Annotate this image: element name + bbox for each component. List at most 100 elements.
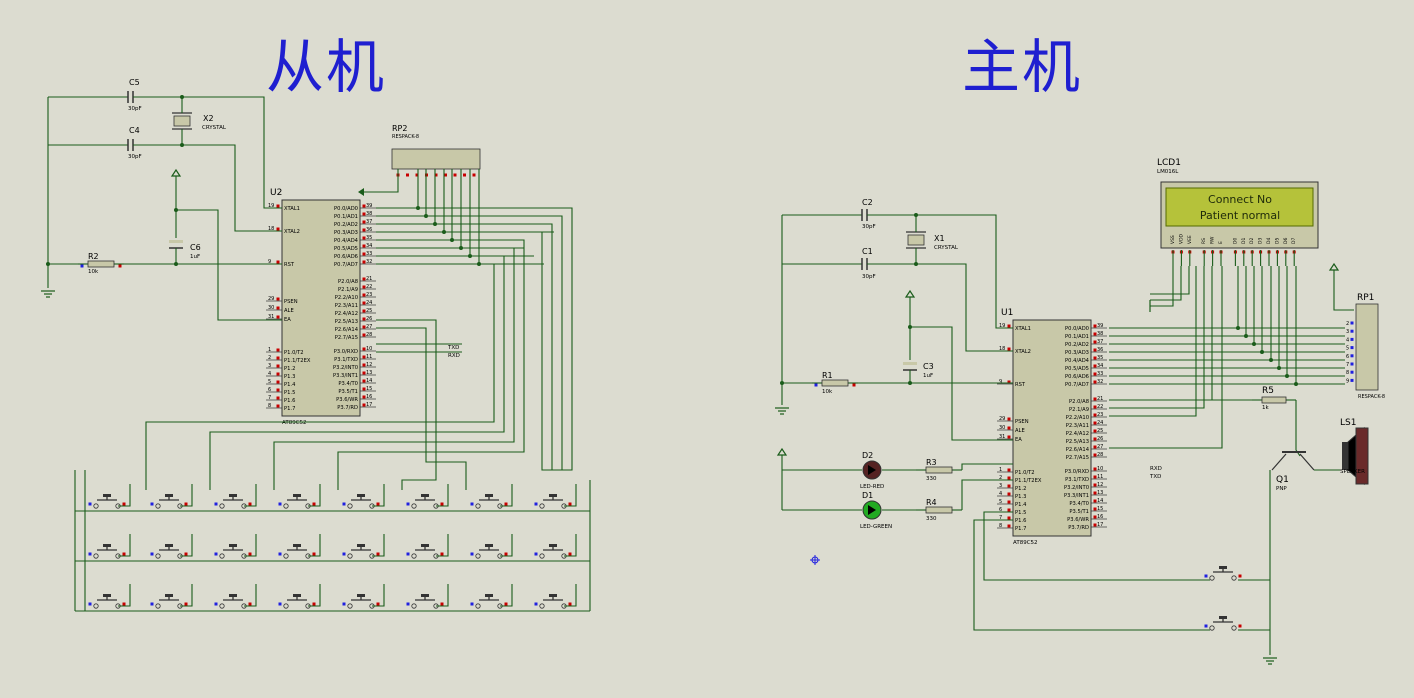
junction bbox=[1269, 358, 1273, 362]
pin-marker-red bbox=[1093, 437, 1097, 441]
power-icon bbox=[170, 168, 182, 177]
pin-marker-red bbox=[276, 380, 280, 384]
c5-ref: C5 bbox=[129, 78, 140, 87]
pin-label: P0.7/AD7 bbox=[334, 262, 358, 268]
pin-number: 36 bbox=[1097, 347, 1103, 353]
pin-label: ALE bbox=[284, 308, 294, 314]
wire bbox=[500, 534, 513, 557]
pin-label: P1.1/T2EX bbox=[1015, 478, 1042, 484]
pin-marker-blue bbox=[214, 502, 218, 506]
r5-ref: R5 bbox=[1262, 386, 1274, 396]
pin-marker-red bbox=[1007, 417, 1011, 421]
pin-number: 33 bbox=[1097, 371, 1103, 377]
pin-number: 21 bbox=[366, 276, 372, 282]
pin-marker-red bbox=[276, 204, 280, 208]
wire bbox=[961, 463, 1013, 470]
pin-number: 22 bbox=[366, 284, 372, 290]
pin-number: 13 bbox=[1097, 490, 1103, 496]
pin-marker-red bbox=[362, 277, 366, 281]
c4-ref: C4 bbox=[129, 126, 140, 135]
master-button bbox=[1209, 625, 1215, 631]
pin-marker-red bbox=[362, 333, 366, 337]
pin-marker-red bbox=[362, 395, 366, 399]
pin-number: 5 bbox=[268, 379, 271, 385]
keypad-button bbox=[93, 503, 99, 509]
pin-number: 27 bbox=[366, 324, 372, 330]
pin-marker-red bbox=[1093, 356, 1097, 360]
junction bbox=[180, 95, 184, 99]
pin-number: 24 bbox=[1097, 420, 1103, 426]
rp1-pin-number: 9 bbox=[1346, 378, 1349, 384]
pin-label: P0.3/AD3 bbox=[1065, 350, 1089, 356]
pin-marker-blue bbox=[406, 602, 410, 606]
c3-value: 1uF bbox=[923, 373, 933, 379]
pin-marker-red bbox=[362, 260, 366, 264]
keypad-button bbox=[293, 594, 301, 597]
pin-label: P3.6/WR bbox=[336, 397, 358, 403]
keypad-button bbox=[549, 494, 557, 497]
pin-label: P3.4/T0 bbox=[338, 381, 358, 387]
pin-marker-red bbox=[362, 347, 366, 351]
pin-number: 8 bbox=[999, 523, 1002, 529]
r1-value: 10k bbox=[822, 389, 833, 395]
lcd-ref: LCD1 bbox=[1157, 158, 1181, 168]
lcd-pin-label: D0 bbox=[1232, 238, 1238, 244]
pin-marker-blue bbox=[470, 552, 474, 556]
pin-marker-red bbox=[276, 260, 280, 264]
pin-marker-blue bbox=[214, 552, 218, 556]
q1-ref: Q1 bbox=[1276, 475, 1289, 485]
pin-marker-red bbox=[1093, 429, 1097, 433]
keypad-button bbox=[93, 603, 99, 609]
pin-marker-blue bbox=[1350, 378, 1354, 382]
pin-label: P2.6/A14 bbox=[1066, 447, 1090, 453]
keypad-button bbox=[421, 594, 429, 597]
keypad-button bbox=[347, 553, 353, 559]
wire bbox=[1109, 266, 1205, 409]
lcd-pin-label: D6 bbox=[1283, 238, 1289, 244]
x2-crystal bbox=[173, 115, 191, 127]
keypad-button bbox=[411, 553, 417, 559]
master-button bbox=[1219, 616, 1227, 619]
keypad-button bbox=[93, 553, 99, 559]
pin-number: 9 bbox=[999, 379, 1002, 385]
speaker-icon bbox=[1355, 427, 1369, 485]
pin-marker-red bbox=[568, 502, 572, 506]
pin-label: P3.4/T0 bbox=[1069, 501, 1089, 507]
wire bbox=[1150, 266, 1182, 301]
pin-label: P1.5 bbox=[284, 390, 295, 396]
junction bbox=[908, 325, 912, 329]
master-mcu bbox=[1012, 319, 1092, 537]
pin-number: 9 bbox=[268, 259, 271, 265]
rp2-respack bbox=[391, 148, 481, 170]
pin-marker-blue bbox=[278, 552, 282, 556]
pin-marker-blue bbox=[1350, 337, 1354, 341]
pin-marker-red bbox=[376, 602, 380, 606]
pin-number: 13 bbox=[366, 370, 372, 376]
wire bbox=[133, 96, 282, 209]
pin-marker-red bbox=[276, 404, 280, 408]
pin-label: P0.6/AD6 bbox=[334, 254, 358, 260]
pin-marker-red bbox=[568, 602, 572, 606]
rp1-value: RESPACK-8 bbox=[1358, 394, 1385, 400]
rp1-pin-number: 4 bbox=[1346, 337, 1349, 343]
pin-label: P3.2/INT0 bbox=[333, 365, 358, 371]
pin-number: 25 bbox=[366, 308, 372, 314]
pin-label: P2.1/A9 bbox=[338, 287, 358, 293]
pin-marker-red bbox=[122, 502, 126, 506]
pin-label: P1.7 bbox=[1015, 526, 1026, 532]
junction bbox=[174, 262, 178, 266]
pin-number: 8 bbox=[268, 403, 271, 409]
pin-label: P3.1/TXD bbox=[334, 357, 358, 363]
pin-label: P1.4 bbox=[1015, 502, 1027, 508]
pin-label: P1.0/T2 bbox=[1015, 470, 1035, 476]
r1-ref: R1 bbox=[822, 371, 833, 380]
pin-label: P0.0/AD0 bbox=[1065, 326, 1089, 332]
junction bbox=[1260, 350, 1264, 354]
wire bbox=[209, 255, 505, 490]
pin-marker-blue bbox=[278, 602, 282, 606]
pin-number: 18 bbox=[999, 346, 1005, 352]
pin-marker-red bbox=[1093, 453, 1097, 457]
keypad-button bbox=[165, 594, 173, 597]
pin-marker-red bbox=[504, 552, 508, 556]
